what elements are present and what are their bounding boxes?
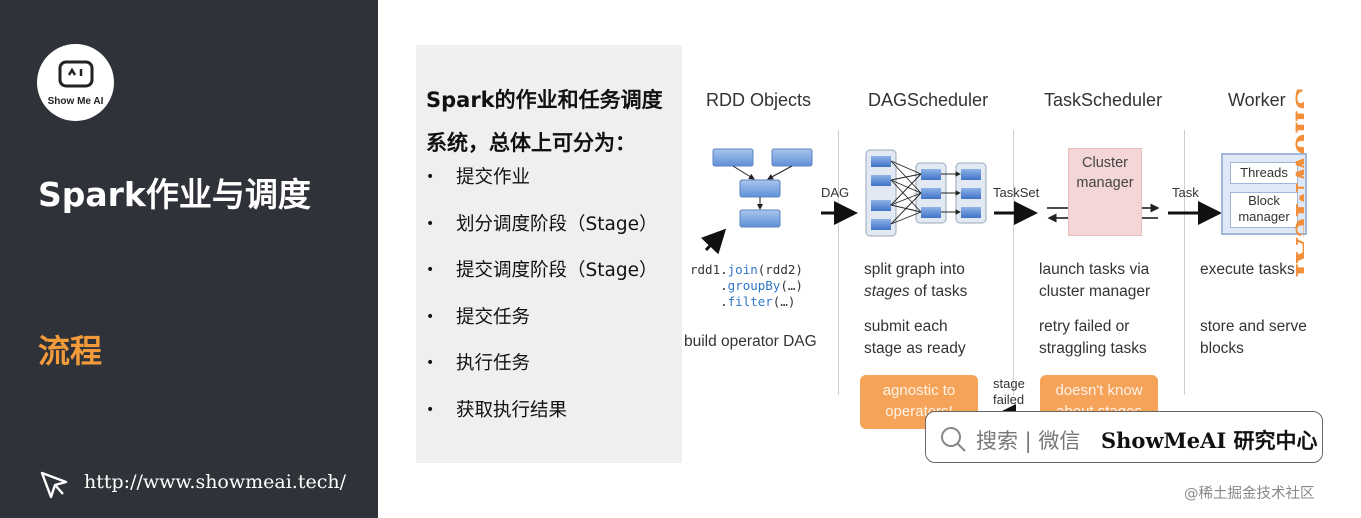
column-title-dagscheduler: DAGScheduler bbox=[868, 90, 989, 110]
stage-graph bbox=[865, 149, 987, 237]
block-manager-box: Block manager bbox=[1230, 192, 1298, 228]
divider bbox=[838, 130, 839, 395]
dag-description-2: submit each stage as ready bbox=[864, 318, 966, 357]
search-hint: 搜索 | 微信 bbox=[976, 429, 1081, 453]
spark-scheduling-diagram: RDD Objects DAGScheduler TaskScheduler W… bbox=[680, 45, 1340, 513]
column-title-taskscheduler: TaskScheduler bbox=[1044, 90, 1163, 110]
logo-text: Show Me AI bbox=[47, 96, 104, 107]
divider bbox=[1184, 130, 1185, 395]
task-description-1: launch tasks via cluster manager bbox=[1039, 261, 1151, 300]
arrow-label-stage-failed: stage failed bbox=[993, 376, 1025, 407]
left-panel: Show Me AI Spark作业与调度 流程 http://www.show… bbox=[0, 0, 378, 518]
column-title-rdd: RDD Objects bbox=[706, 90, 812, 110]
worker-description-1: execute tasks bbox=[1200, 261, 1295, 278]
summary-card: Spark的作业和任务调度系统，总体上可分为： •提交作业 •划分调度阶段（St… bbox=[416, 45, 682, 463]
diagram-graphics bbox=[700, 148, 1222, 428]
search-brand: ShowMeAI 研究中心 bbox=[1101, 428, 1318, 453]
code-snippet: rdd1.join(rdd2) .groupBy(…) .filter(…) bbox=[690, 262, 803, 309]
arrow-label-taskset: TaskSet bbox=[993, 185, 1040, 200]
search-icon bbox=[941, 427, 966, 452]
showmeai-logo: Show Me AI bbox=[37, 44, 114, 121]
threads-box: Threads bbox=[1230, 162, 1298, 184]
worker-description-2: store and serve blocks bbox=[1200, 318, 1307, 357]
worker-box: Threads Block manager bbox=[1221, 153, 1307, 235]
svg-text:ShowMeAI: ShowMeAI bbox=[1288, 87, 1304, 278]
subsection-title: 流程 bbox=[38, 332, 103, 370]
cursor-click-icon bbox=[40, 471, 68, 499]
divider bbox=[1013, 130, 1014, 395]
task-description-2: retry failed or straggling tasks bbox=[1039, 318, 1147, 357]
cluster-manager-box: Cluster manager bbox=[1068, 148, 1142, 236]
wechat-search-bar[interactable]: 搜索 | 微信 ShowMeAI 研究中心 bbox=[925, 411, 1323, 463]
card-heading: Spark的作业和任务调度系统，总体上可分为： bbox=[426, 88, 663, 155]
showmeai-bottom-watermark: ShowMeAI bbox=[1246, 495, 1336, 513]
showmeai-vertical-watermark: ShowMeAI bbox=[1288, 87, 1304, 278]
rdd-description: build operator DAG bbox=[684, 333, 817, 350]
site-url-link[interactable]: http://www.showmeai.tech/ bbox=[84, 471, 347, 493]
rdd-graph bbox=[700, 148, 813, 255]
arrow-label-task: Task bbox=[1172, 185, 1199, 200]
section-title: Spark作业与调度 bbox=[38, 175, 311, 214]
arrow-label-dag: DAG bbox=[821, 185, 850, 200]
source-credit: @稀土掘金技术社区 bbox=[1184, 486, 1315, 502]
robot-face-icon bbox=[58, 60, 94, 88]
column-title-worker: Worker bbox=[1228, 90, 1286, 110]
